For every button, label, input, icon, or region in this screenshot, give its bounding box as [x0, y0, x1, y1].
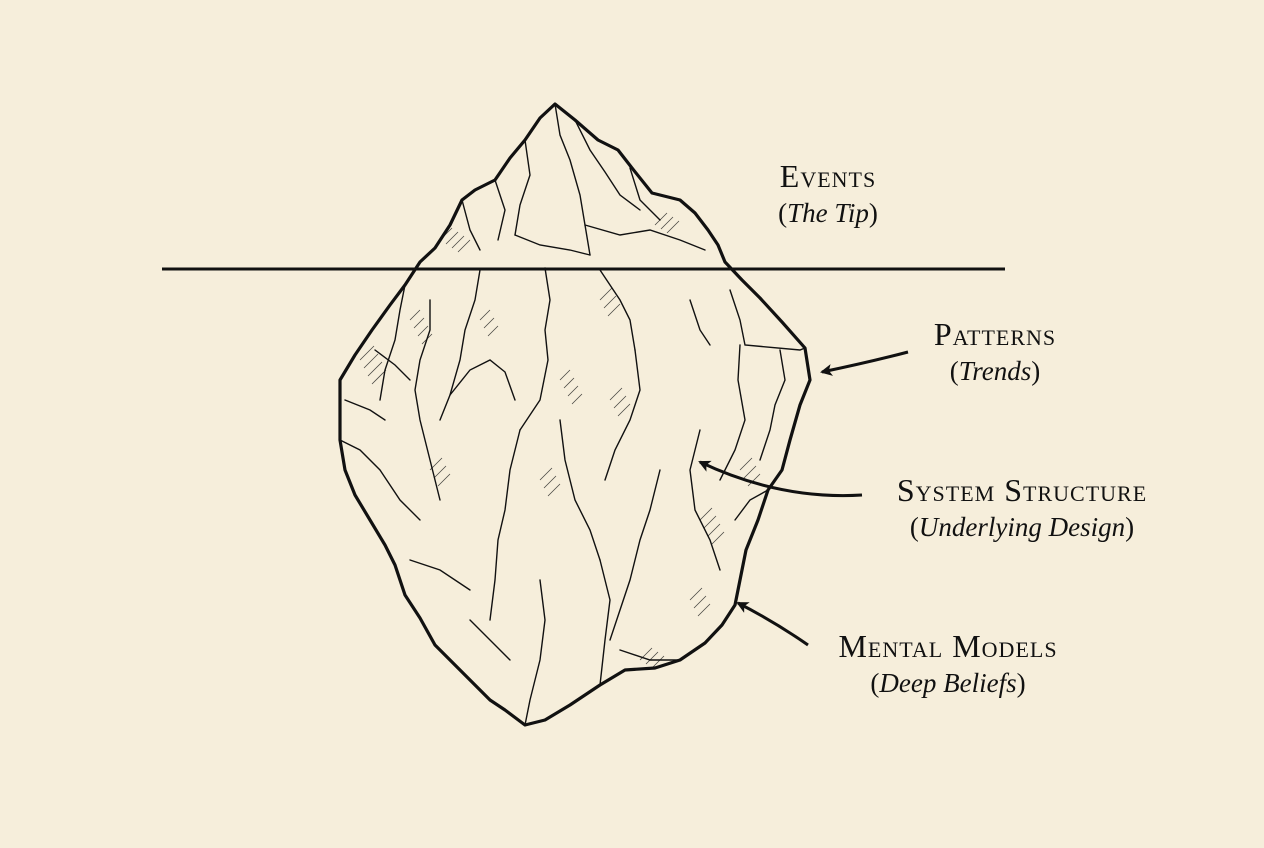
patterns-arrow: [822, 352, 908, 372]
patterns-subtitle: (Trends): [905, 358, 1085, 385]
system-structure-title: System Structure: [862, 474, 1182, 506]
system-structure-subtitle: (Underlying Design): [862, 514, 1182, 541]
events-title: Events: [758, 160, 898, 192]
system-structure-label: System Structure (Underlying Design): [862, 474, 1182, 541]
mental-models-label: Mental Models (Deep Beliefs): [808, 630, 1088, 697]
mental-models-title: Mental Models: [808, 630, 1088, 662]
patterns-label: Patterns (Trends): [905, 318, 1085, 385]
mental-models-subtitle: (Deep Beliefs): [808, 670, 1088, 697]
mental-models-arrow: [738, 603, 808, 645]
events-label: Events (The Tip): [758, 160, 898, 227]
patterns-title: Patterns: [905, 318, 1085, 350]
events-subtitle: (The Tip): [758, 200, 898, 227]
iceberg-shape: [340, 104, 810, 725]
